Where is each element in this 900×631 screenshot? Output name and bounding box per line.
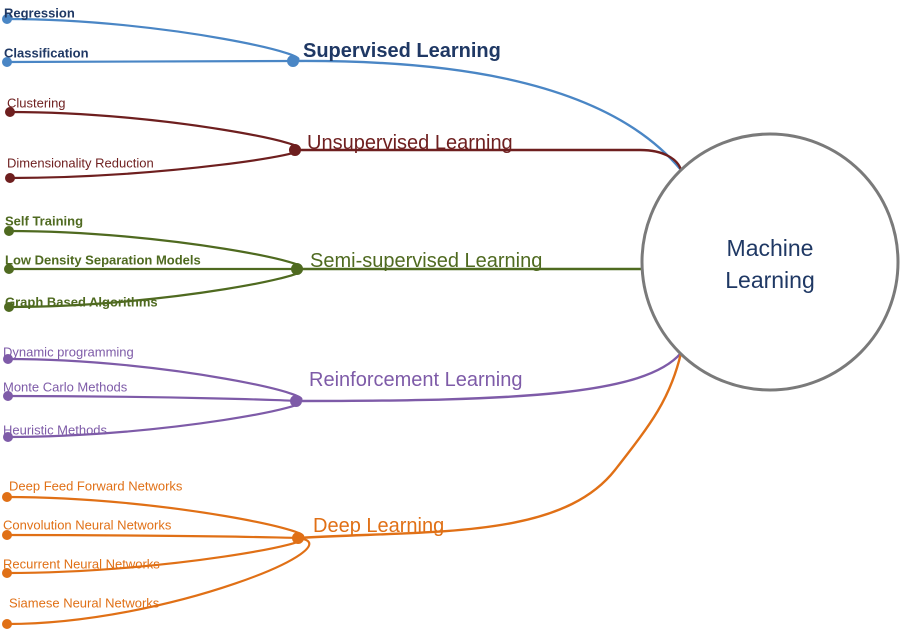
semi-hub-dot [291,263,303,275]
reinforcement-hub-dot [290,395,302,407]
supervised-leaf-label: Classification [4,46,89,61]
semi-leaf-label: Low Density Separation Models [5,253,201,268]
semi-leaf-label: Self Training [5,214,83,229]
deep-hub-dot [292,532,304,544]
semi-leaf-dot [4,264,14,274]
supervised-title: Supervised Learning [303,40,501,62]
deep-leaf-label: Recurrent Neural Networks [3,557,160,572]
supervised-main-connector [292,59,682,171]
supervised-leaf-dot [2,57,12,67]
reinforcement-leaf-dot [3,354,13,364]
reinforcement-leaf-dot [3,432,13,442]
reinforcement-title: Reinforcement Learning [309,369,522,391]
node-layer [2,14,304,629]
unsupervised-leaf-connector [9,110,301,152]
deep-leaf-connector [6,536,311,626]
unsupervised-leaf-dot [5,107,15,117]
unsupervised-main-connector [295,148,683,171]
deep-leaf-dot [2,619,12,629]
deep-leaf-connector [6,533,300,540]
reinforcement-leaf-label: Monte Carlo Methods [3,380,128,395]
center-label-line2: Learning [725,267,815,293]
supervised-leaf-connector [6,59,294,64]
deep-leaf-label: Siamese Neural Networks [9,596,160,611]
semi-leaf-dot [4,302,14,312]
supervised-hub-dot [287,55,299,67]
deep-leaf-label: Deep Feed Forward Networks [9,479,183,494]
reinforcement-main-connector [295,352,682,403]
center-label-line1: Machine [727,235,814,261]
reinforcement-leaf-dot [3,391,13,401]
machine-learning-node [640,132,900,392]
unsupervised-leaf-label: Clustering [7,96,66,111]
semi-leaf-label: Graph Based Algorithms [5,295,158,310]
unsupervised-leaf-dot [5,173,15,183]
reinforcement-leaf-label: Dynamic programming [3,345,134,360]
deep-leaf-label: Convolution Neural Networks [3,518,172,533]
deep-leaf-dot [2,492,12,502]
deep-title: Deep Learning [313,515,444,537]
unsupervised-leaf-label: Dimensionality Reduction [7,156,154,171]
semi-leaf-dot [4,226,14,236]
unsupervised-title: Unsupervised Learning [307,132,513,154]
deep-main-connector [297,352,683,540]
supervised-leaf-label: Regression [4,6,75,21]
supervised-leaf-dot [2,14,12,24]
deep-leaf-dot [2,530,12,540]
semi-title: Semi-supervised Learning [310,250,542,272]
reinforcement-leaf-connector [7,394,298,403]
unsupervised-hub-dot [289,144,301,156]
deep-leaf-dot [2,568,12,578]
reinforcement-leaf-label: Heuristic Methods [3,423,108,438]
